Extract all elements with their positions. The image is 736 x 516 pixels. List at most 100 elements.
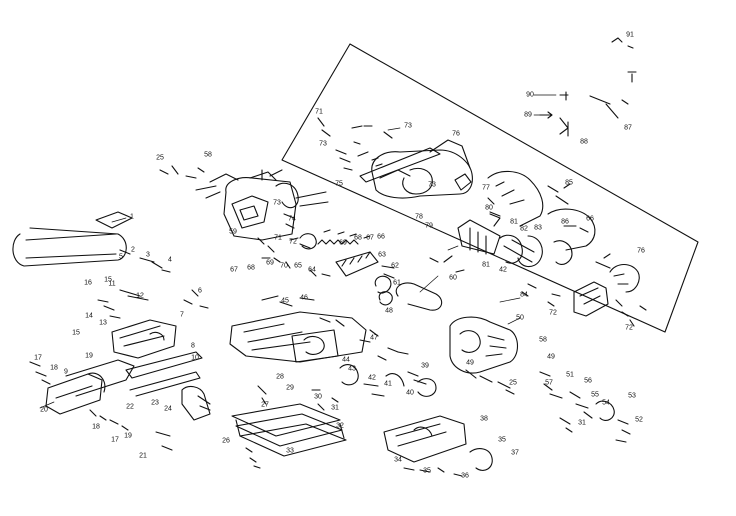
callout-76b: 76	[637, 247, 645, 255]
callout-79: 79	[425, 222, 433, 230]
callout-68: 68	[354, 234, 362, 242]
callout-4: 4	[168, 256, 172, 264]
callout-67b: 67	[230, 266, 238, 274]
callout-71: 71	[315, 108, 323, 116]
callout-31: 31	[331, 404, 339, 412]
callout-21: 21	[139, 452, 147, 460]
callout-35b: 35	[423, 467, 431, 475]
callout-1: 1	[130, 213, 134, 221]
callout-91: 91	[626, 31, 634, 39]
callout-2: 2	[131, 246, 135, 254]
callout-54: 54	[602, 399, 610, 407]
callout-66: 66	[377, 233, 385, 241]
callout-35: 35	[498, 436, 506, 444]
callout-49b: 49	[547, 353, 555, 361]
callout-55: 55	[591, 391, 599, 399]
callout-22: 22	[126, 403, 134, 411]
callout-8: 8	[191, 342, 195, 350]
callout-37: 37	[511, 449, 519, 457]
callout-32: 32	[336, 422, 344, 430]
callout-72: 72	[289, 238, 297, 246]
detail-inset-frame	[281, 43, 699, 333]
callout-62: 62	[391, 262, 399, 270]
callout-78: 78	[415, 213, 423, 221]
motor-housing-assembly	[12, 165, 395, 279]
callout-81: 81	[510, 218, 518, 226]
callout-38: 38	[480, 415, 488, 423]
leader-lines	[39, 94, 557, 409]
callout-52: 52	[635, 416, 643, 424]
callout-3: 3	[146, 251, 150, 259]
callout-80: 80	[485, 204, 493, 212]
callout-5: 5	[119, 253, 123, 261]
callout-11: 11	[108, 280, 116, 288]
callout-18: 18	[50, 364, 58, 372]
callout-83: 83	[534, 224, 542, 232]
callout-16: 16	[84, 279, 92, 287]
callout-47: 47	[370, 334, 378, 342]
callout-48: 48	[385, 307, 393, 315]
callout-40: 40	[406, 389, 414, 397]
callout-67: 67	[366, 234, 374, 242]
callout-19b: 19	[124, 432, 132, 440]
callout-51: 51	[566, 371, 574, 379]
callout-33: 33	[286, 447, 294, 455]
callout-28: 28	[276, 373, 284, 381]
callout-58b: 58	[539, 336, 547, 344]
callout-76: 76	[452, 130, 460, 138]
callout-60: 60	[449, 274, 457, 282]
callout-85: 85	[565, 179, 573, 187]
callout-44: 44	[342, 356, 350, 364]
callout-81b: 81	[482, 261, 490, 269]
callout-29: 29	[286, 384, 294, 392]
callout-73b: 73	[319, 140, 327, 148]
frame-assembly	[29, 275, 631, 477]
callout-73c: 73	[428, 181, 436, 189]
callout-64: 64	[308, 266, 316, 274]
gear-case-assembly	[317, 117, 647, 327]
callout-65: 65	[294, 262, 302, 270]
callout-39: 39	[421, 362, 429, 370]
callout-71b: 71	[274, 234, 282, 242]
callout-34: 34	[394, 456, 402, 464]
callout-45: 45	[281, 297, 289, 305]
callout-69: 69	[339, 239, 347, 247]
callout-63: 63	[378, 251, 386, 259]
callout-18b: 18	[92, 423, 100, 431]
callout-75: 75	[335, 180, 343, 188]
callout-49: 49	[466, 359, 474, 367]
callout-25b: 25	[509, 379, 517, 387]
callout-17b: 17	[111, 436, 119, 444]
callout-27: 27	[261, 401, 269, 409]
callout-69b: 69	[266, 259, 274, 267]
callout-25: 25	[156, 154, 164, 162]
callout-87: 87	[624, 124, 632, 132]
callout-73d: 73	[273, 199, 281, 207]
callout-77: 77	[482, 184, 490, 192]
callout-36: 36	[461, 472, 469, 480]
callout-20: 20	[40, 406, 48, 414]
callout-82: 82	[520, 225, 528, 233]
fastener-group-87-91	[539, 37, 637, 137]
callout-17: 17	[34, 354, 42, 362]
callout-57: 57	[545, 379, 553, 387]
callout-10: 10	[191, 354, 199, 362]
callout-68b: 68	[247, 264, 255, 272]
callout-15: 15	[104, 276, 112, 284]
callout-30: 30	[314, 393, 322, 401]
callout-7: 7	[180, 311, 184, 319]
callout-46: 46	[300, 294, 308, 302]
callout-53: 53	[628, 392, 636, 400]
callout-42: 42	[368, 374, 376, 382]
callout-43: 43	[348, 365, 356, 373]
callout-88: 88	[580, 138, 588, 146]
callout-42b: 42	[499, 266, 507, 274]
callout-74: 74	[288, 215, 296, 223]
callout-50: 50	[516, 314, 524, 322]
callout-58: 58	[204, 151, 212, 159]
callout-13: 13	[99, 319, 107, 327]
callout-59: 59	[229, 228, 237, 236]
callout-26: 26	[222, 437, 230, 445]
